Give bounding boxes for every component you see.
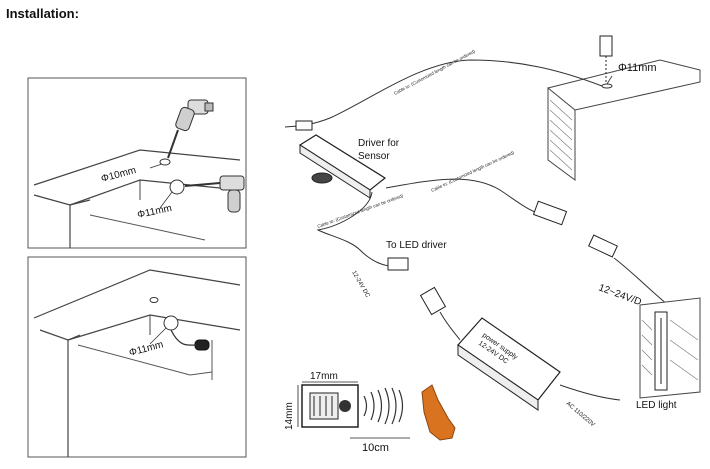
ac-input-label: AC 110/220V — [565, 401, 596, 428]
dim-range-label: 10cm — [362, 442, 389, 454]
power-supply-icon — [419, 286, 561, 411]
dim-height-label: 14mm — [284, 402, 295, 430]
cable-note-left: Cable to: (Customized length can be orde… — [317, 193, 405, 229]
sensor-waves-icon — [363, 387, 404, 425]
sensor-dimensions: 17mm 14mm 10cm — [284, 371, 456, 454]
dim-width-label: 17mm — [310, 371, 338, 382]
voltage-label-left: 12-24V DC — [350, 270, 370, 299]
panel-drilling: Φ10mm Φ11mm — [27, 77, 247, 249]
to-led-driver-label: To LED driver — [386, 240, 447, 251]
hole-11mm-label-right: Φ11mm — [618, 62, 657, 74]
cable-note-mid: Cable to: (Customized length can be orde… — [430, 150, 515, 193]
led-light-icon — [639, 297, 701, 399]
voltage-label-right: 12~24V/D — [597, 282, 643, 308]
drill-icon — [167, 99, 214, 159]
sensor-icon — [170, 329, 210, 351]
sensor-driver-icon — [298, 134, 387, 199]
cable-note-top: Cable to: (Customized length can be orde… — [393, 48, 476, 95]
led-light-label: LED light — [636, 400, 677, 411]
drill-icon — [184, 175, 245, 213]
hand-icon — [421, 384, 456, 441]
wiring-diagram — [284, 35, 701, 411]
panel-mounted: Φ11mm — [27, 256, 247, 458]
driver-for-sensor-label-2: Sensor — [358, 151, 390, 162]
driver-for-sensor-label-1: Driver for — [358, 138, 400, 149]
page-title: Installation: — [6, 6, 79, 21]
